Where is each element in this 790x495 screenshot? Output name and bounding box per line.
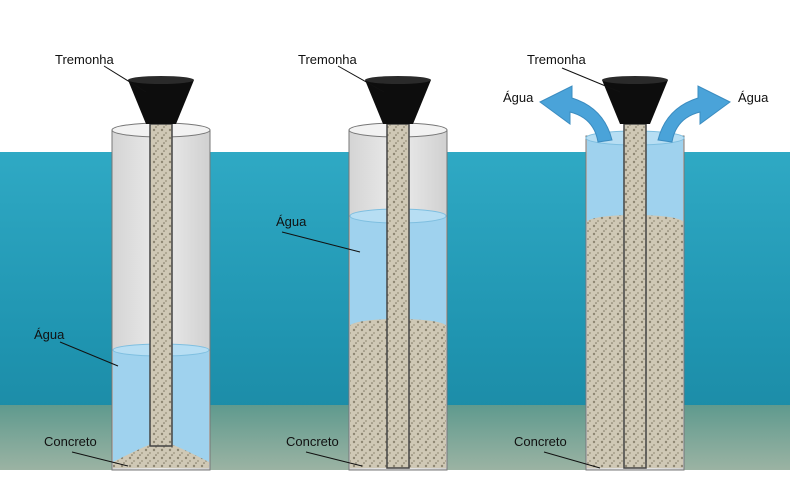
leader-concrete-2 [305,451,363,467]
stage-3 [539,67,731,471]
leader-hopper-2 [337,65,385,93]
hopper-3 [602,80,668,124]
hopper-label-3: Tremonha [527,52,586,67]
hopper-rim-1 [128,76,194,84]
stage-1 [59,65,211,471]
hopper-rim-3 [602,76,668,84]
concrete-label-2: Concreto [286,434,339,449]
leader-water-2 [281,231,361,253]
leader-hopper-3 [561,67,621,93]
leader-water-1 [59,341,119,367]
stage-2 [281,65,448,471]
leader-hopper-1 [103,65,147,93]
hopper-label-1: Tremonha [55,52,114,67]
tremie-pipe-1 [149,123,173,447]
concrete-label-3: Concreto [514,434,567,449]
leader-concrete-3 [543,451,601,469]
concrete-label-1: Concreto [44,434,97,449]
concrete-mound-1 [113,440,209,468]
water-label-1: Água [34,327,65,342]
water-label-2: Água [276,214,307,229]
water-out-label-right: Água [738,90,769,105]
water-arrow-right-icon [657,85,731,143]
water-arrow-left-icon [539,85,613,143]
hopper-label-2: Tremonha [298,52,357,67]
tremie-pipe-2 [386,123,410,469]
hopper-rim-2 [365,76,431,84]
tremie-pipe-3 [623,123,647,469]
leader-concrete-1 [71,451,129,467]
water-out-label-left: Água [503,90,534,105]
